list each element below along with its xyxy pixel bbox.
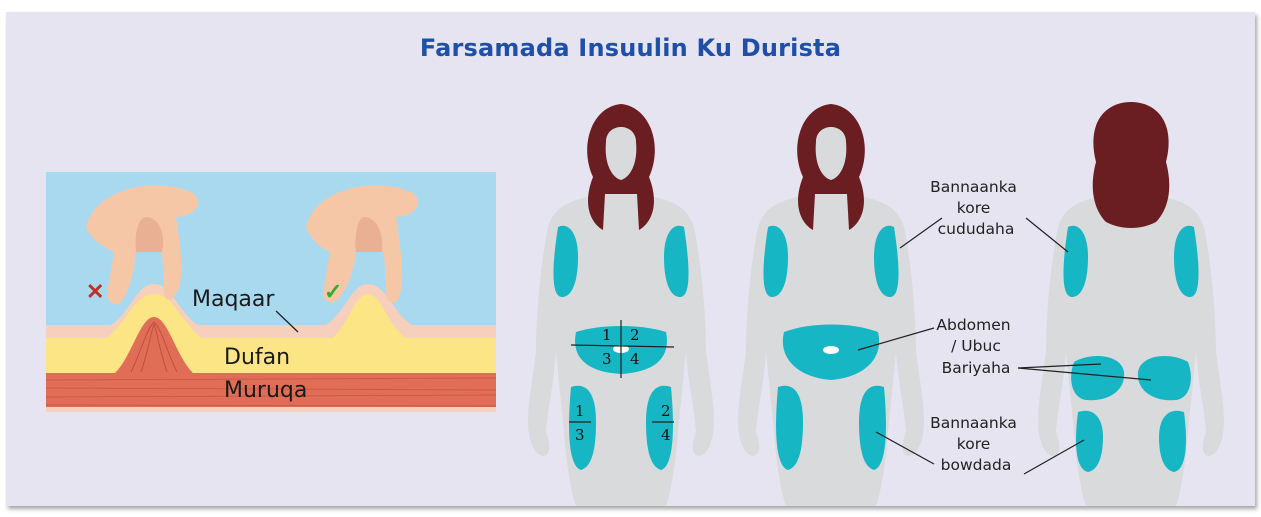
- front-figure-labeled: [738, 104, 924, 506]
- upper-arm-label: Bannaanka kore cududaha: [930, 178, 1022, 238]
- buttocks-label: Bariyaha: [942, 359, 1011, 377]
- front-figure-numbered: 1 2 3 4 1 3 2 4: [528, 104, 714, 506]
- abdomen-quadrant-1: 1: [602, 326, 612, 344]
- muscle-label: Muruqa: [224, 378, 307, 403]
- right-thigh-4: 4: [661, 426, 671, 444]
- abdomen-quadrant-4: 4: [630, 350, 640, 368]
- thigh-label: Bannaanka kore bowdada: [930, 414, 1022, 474]
- back-figure: [1038, 102, 1224, 506]
- left-thigh-3: 3: [575, 426, 585, 444]
- abdomen-label: Abdomen / Ubuc: [936, 316, 1015, 355]
- abdomen-quadrant-3: 3: [602, 350, 612, 368]
- left-thigh-1: 1: [575, 402, 585, 420]
- wrong-mark-icon: ✕: [86, 279, 104, 304]
- illustration: ✕ ✓ Maqaar Dufan Muruqa 1 2 3 4 1 3: [6, 12, 1255, 506]
- fat-label: Dufan: [224, 345, 290, 370]
- skin-label: Maqaar: [192, 287, 275, 312]
- right-thigh-2: 2: [661, 402, 671, 420]
- correct-mark-icon: ✓: [324, 279, 342, 304]
- abdomen-quadrant-2: 2: [630, 326, 640, 344]
- infographic-panel: Farsamada Insuulin Ku Durista: [6, 12, 1255, 506]
